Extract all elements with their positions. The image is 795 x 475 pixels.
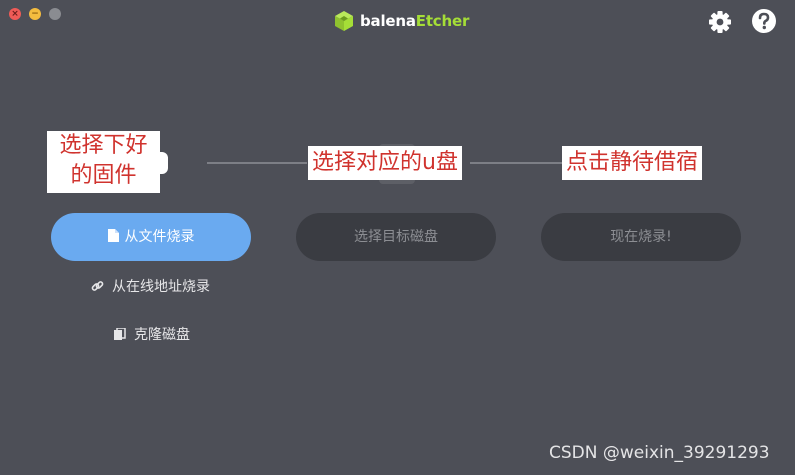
window-close-button[interactable]: × <box>9 8 21 20</box>
annotation-step1-line1: 选择下好 <box>59 133 148 158</box>
flash-now-button[interactable]: 现在烧录! <box>541 213 741 261</box>
annotation-step1-line2: 的固件 <box>70 163 137 188</box>
help-icon[interactable] <box>751 8 777 34</box>
image-icon <box>160 152 168 174</box>
select-target-label: 选择目标磁盘 <box>354 229 438 245</box>
step-connector-line <box>207 162 307 164</box>
gear-icon[interactable] <box>707 9 733 35</box>
annotation-step1: 选择下好 的固件 <box>47 131 160 193</box>
window-minimize-button[interactable]: − <box>29 8 41 20</box>
window-maximize-button[interactable] <box>49 8 61 20</box>
flash-from-url-link[interactable]: 从在线地址烧录 <box>91 276 210 296</box>
step-connector-line <box>470 162 562 164</box>
flash-from-file-button[interactable]: 从文件烧录 <box>51 213 251 261</box>
flash-from-url-label: 从在线地址烧录 <box>112 279 210 295</box>
clone-drive-link[interactable]: 克隆磁盘 <box>114 324 190 344</box>
flash-from-file-label: 从文件烧录 <box>124 229 195 245</box>
clone-drive-label: 克隆磁盘 <box>134 327 190 343</box>
flash-now-label: 现在烧录! <box>610 229 672 245</box>
annotation-step3: 点击静待借宿 <box>562 146 703 180</box>
annotation-step2: 选择对应的u盘 <box>308 146 462 180</box>
select-target-button[interactable]: 选择目标磁盘 <box>296 213 496 261</box>
brand-name-accent: Etcher <box>415 12 470 30</box>
close-icon: × <box>11 9 19 19</box>
file-icon <box>107 229 119 242</box>
watermark: CSDN @weixin_39291293 <box>549 443 770 463</box>
brand-name: balena <box>360 12 416 30</box>
link-icon <box>91 280 104 291</box>
clone-icon <box>114 328 126 340</box>
balena-cube-icon <box>335 11 353 31</box>
maximize-icon <box>49 8 61 20</box>
minimize-icon: − <box>31 9 39 19</box>
